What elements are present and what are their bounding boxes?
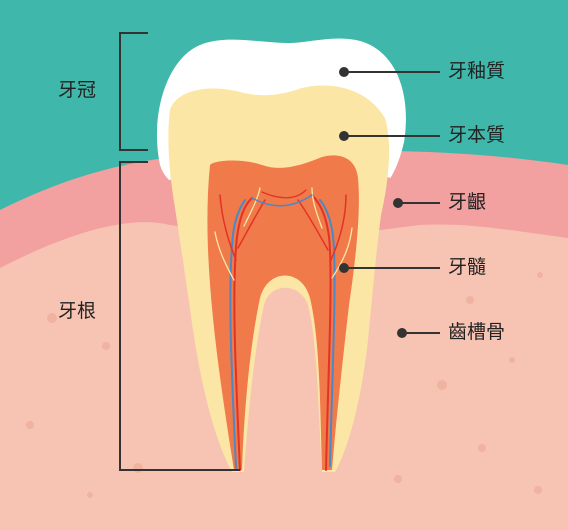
label-root: 牙根 — [58, 300, 97, 322]
label-pulp: 牙髓 — [448, 256, 487, 278]
leader-lines — [339, 67, 440, 338]
root-bracket — [119, 161, 240, 471]
alveolar-bone-area — [0, 222, 568, 530]
crown-bracket — [119, 32, 148, 151]
label-alveolar-bone: 齒槽骨 — [448, 321, 506, 343]
label-enamel: 牙釉質 — [448, 60, 506, 82]
nerves-vessels — [214, 187, 353, 471]
label-crown: 牙冠 — [58, 79, 97, 101]
label-dentin: 牙本質 — [448, 124, 506, 146]
label-gum: 牙齦 — [448, 191, 487, 213]
